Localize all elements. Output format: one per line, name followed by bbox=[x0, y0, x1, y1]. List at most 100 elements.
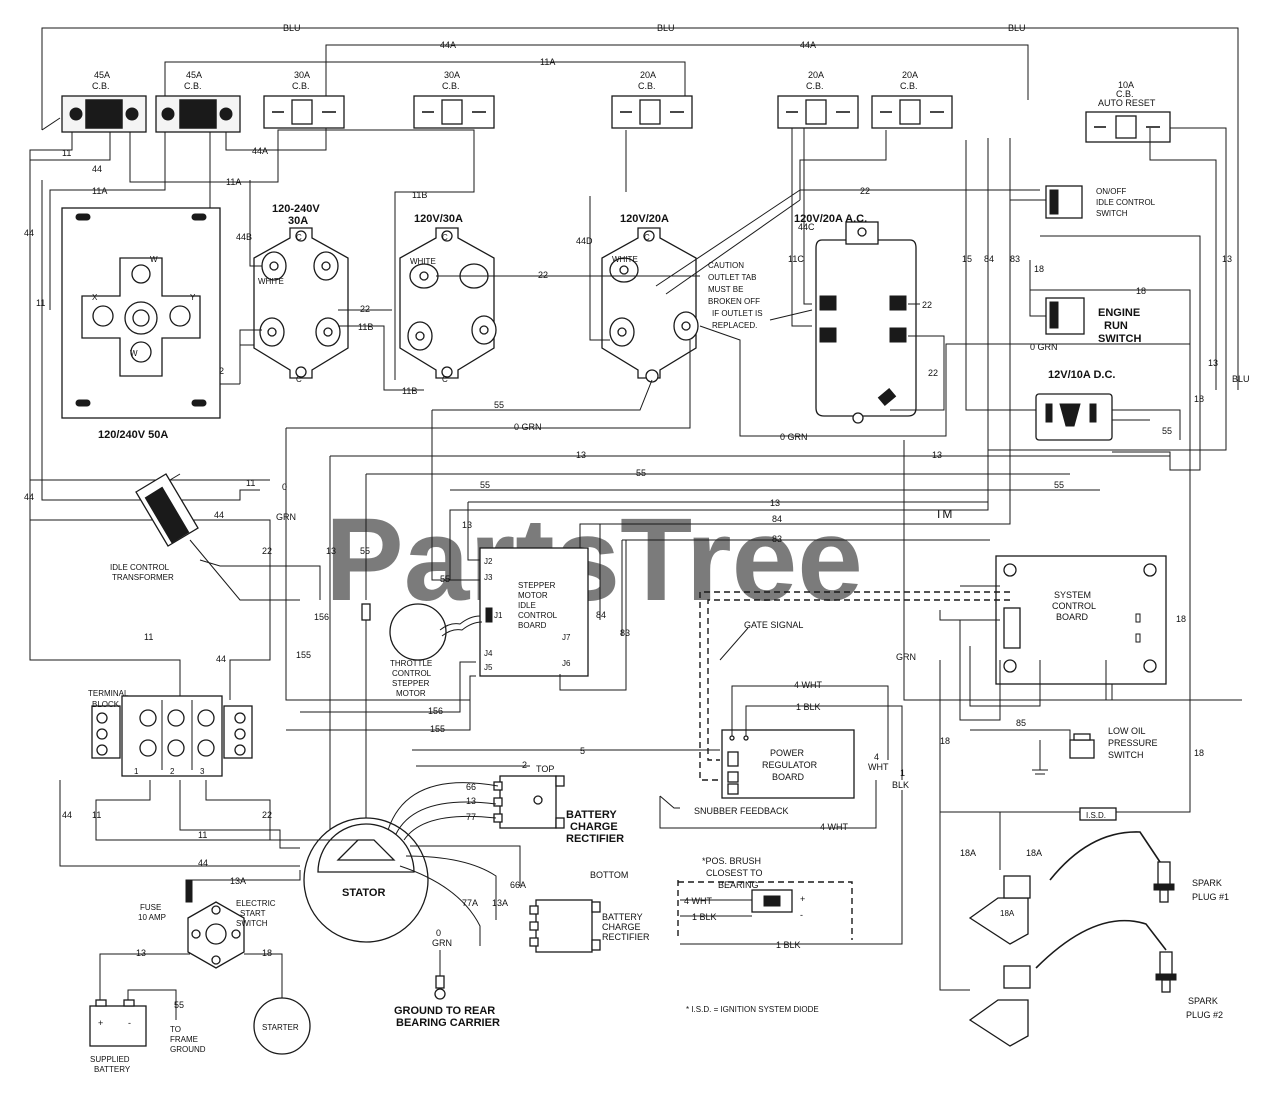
ignition-coil-2[interactable] bbox=[968, 965, 1031, 1047]
connector-plug bbox=[361, 603, 371, 840]
wire-label-155: 155 bbox=[430, 724, 445, 734]
breaker-30a-2[interactable]: 30A C.B. bbox=[413, 70, 495, 129]
stepper-board-wires bbox=[286, 540, 627, 731]
watermark-tm: TM bbox=[935, 507, 952, 521]
outlet-120-240v-30a[interactable]: 120-240V 30A WHITE C C bbox=[253, 203, 349, 384]
wire-label-13-start: 13 bbox=[136, 948, 146, 958]
outlet-120v-30a[interactable]: 120V/30A WHITE C C bbox=[399, 213, 497, 384]
wire-label-22-e: 22 bbox=[860, 186, 870, 196]
breaker-20a-3[interactable]: 20A C.B. bbox=[871, 70, 953, 129]
wire-label-55-c: 55 bbox=[1054, 480, 1064, 490]
wire-label-11-tb: 11 bbox=[144, 632, 153, 642]
ac-outlet-wires bbox=[791, 128, 945, 411]
isd-note: * I.S.D. = IGNITION SYSTEM DIODE bbox=[686, 1005, 819, 1014]
wire-label-44-left-lower: 44 bbox=[24, 492, 34, 502]
transformer-line1: IDLE CONTROL bbox=[110, 563, 170, 572]
wire-label-85: 85 bbox=[1016, 718, 1026, 728]
system-board-line2: CONTROL bbox=[1052, 601, 1096, 611]
outlet-120-240v-50a[interactable]: W X Y W 120/240V 50A bbox=[61, 207, 221, 441]
stator[interactable]: STATOR bbox=[303, 817, 429, 943]
battery-charge-rectifier-top[interactable]: TOP BATTERY CHARGE RECTIFIER bbox=[493, 764, 624, 845]
fuse[interactable]: FUSE 10 AMP bbox=[138, 879, 193, 922]
breaker-20a-2[interactable]: 20A C.B. bbox=[777, 70, 859, 129]
tb-number-2: 2 bbox=[170, 767, 175, 776]
engine-run-switch[interactable]: ENGINE RUN SWITCH bbox=[1045, 297, 1141, 345]
terminal-label-white-3: WHITE bbox=[612, 255, 638, 264]
wire-label-11-bottom-a: 11 bbox=[92, 810, 101, 820]
wire-label-44a-top: 44A bbox=[440, 40, 456, 50]
outlet-120v-20a-ac[interactable]: 120V/20A A.C. bbox=[794, 213, 917, 424]
breaker-45a-2[interactable]: 45A C.B. bbox=[155, 70, 241, 133]
caution-note: CAUTION OUTLET TAB MUST BE BROKEN OFF IF… bbox=[708, 261, 813, 330]
breaker-20a-3-rating: 20A bbox=[902, 70, 918, 80]
wire-label-11-transformer: 11 bbox=[246, 478, 255, 488]
wire-label-0grn-b: 0 GRN bbox=[780, 432, 808, 442]
wire-label-44d: 44D bbox=[576, 236, 593, 246]
terminal-label-c-2: C bbox=[296, 375, 302, 384]
outlet-30a-label-line1: 120-240V bbox=[272, 203, 320, 215]
rect-bottom-label: BOTTOM bbox=[590, 870, 628, 880]
wire-label-1blk-b: 1 BLK bbox=[692, 912, 717, 922]
outlet-30a-label-line2: 30A bbox=[288, 215, 308, 227]
ignition-coil-1[interactable]: 18A bbox=[968, 875, 1031, 945]
low-oil-line2: PRESSURE bbox=[1108, 738, 1158, 748]
power-regulator-board[interactable]: POWER REGULATOR BOARD bbox=[721, 729, 855, 799]
terminal-label-white-1: WHITE bbox=[258, 277, 284, 286]
wire-label-44-bottom: 44 bbox=[62, 810, 72, 820]
breaker-30a-1[interactable]: 30A C.B. bbox=[263, 70, 345, 129]
breaker-30a-2-rating: 30A bbox=[444, 70, 460, 80]
wire-label-55-a: 55 bbox=[494, 400, 504, 410]
fuse-line1: FUSE bbox=[140, 903, 161, 912]
wire-label-11b-top: 11B bbox=[412, 190, 427, 200]
throttle-control-stepper-motor[interactable]: THROTTLE CONTROL STEPPER MOTOR bbox=[389, 603, 483, 698]
idle-control-transformer[interactable]: IDLE CONTROL TRANSFORMER bbox=[110, 473, 321, 601]
breaker-45a-1-type: C.B. bbox=[92, 81, 110, 91]
wire-label-11-bottom-b: 11 bbox=[198, 830, 207, 840]
throttle-line3: STEPPER bbox=[392, 679, 430, 688]
supplied-battery[interactable]: + - SUPPLIED BATTERY bbox=[89, 999, 147, 1074]
battery-line1: SUPPLIED bbox=[90, 1055, 130, 1064]
wire-label-18a-a: 18A bbox=[960, 848, 976, 858]
wire-label-wht: WHT bbox=[868, 762, 889, 772]
breaker-20a-1[interactable]: 20A C.B. bbox=[611, 70, 693, 129]
stepper-motor-control-board[interactable]: J2 J3 J4 J5 J7 J6 J1 STEPPER MOTOR IDLE … bbox=[479, 547, 589, 677]
system-control-board[interactable]: SYSTEM CONTROL BOARD bbox=[995, 555, 1167, 685]
breaker-45a-1[interactable]: 45A C.B. bbox=[61, 70, 147, 133]
battery-charge-rectifier-bottom[interactable]: BOTTOM BATTERY CHARGE RECTIFIER bbox=[529, 870, 650, 953]
wire-label-15: 15 bbox=[962, 254, 972, 264]
terminal-block[interactable]: 1 2 3 TERMINAL BLOCK bbox=[88, 689, 253, 777]
spark-plug-1[interactable]: SPARK PLUG #1 bbox=[1153, 861, 1229, 903]
breaker-20a-2-type: C.B. bbox=[806, 81, 824, 91]
starter[interactable]: STARTER bbox=[253, 997, 311, 1055]
breaker-10a-auto-reset[interactable]: 10A C.B. AUTO RESET bbox=[1085, 80, 1171, 143]
wire-label-11b-bottom: 11B bbox=[402, 386, 417, 396]
electric-start-switch[interactable]: ELECTRIC START SWITCH bbox=[187, 899, 276, 969]
wire-label-blu-2: BLU bbox=[657, 23, 675, 33]
wire-label-66: 66 bbox=[466, 782, 476, 792]
spark-2-line2: PLUG #2 bbox=[1186, 1010, 1223, 1020]
wire-label-5: 5 bbox=[580, 746, 585, 756]
idle-control-switch[interactable]: ON/OFF IDLE CONTROL SWITCH bbox=[1045, 185, 1156, 219]
spark-plug-2[interactable]: SPARK PLUG #2 bbox=[1155, 951, 1223, 1020]
wire-label-22-c: 22 bbox=[360, 304, 370, 314]
gate-signal-label: GATE SIGNAL bbox=[744, 620, 803, 630]
low-oil-pressure-switch[interactable]: LOW OIL PRESSURE SWITCH bbox=[970, 726, 1158, 775]
dc-outlet-label: 12V/10A D.C. bbox=[1048, 369, 1115, 381]
outlet-120v-20a[interactable]: 120V/20A WHITE C bbox=[601, 213, 699, 383]
wire-label-13-e: 13 bbox=[326, 546, 336, 556]
isd-diode[interactable]: I.S.D. bbox=[1079, 807, 1117, 821]
starter-label: STARTER bbox=[262, 1023, 299, 1032]
wire-label-0grn-a: 0 GRN bbox=[1030, 342, 1058, 352]
wire-label-blu-3: BLU bbox=[1008, 23, 1026, 33]
caution-line-2: OUTLET TAB bbox=[708, 273, 756, 282]
fuse-line2: 10 AMP bbox=[138, 913, 166, 922]
j7-label: J7 bbox=[562, 633, 571, 642]
wire-label-11-left: 11 bbox=[62, 148, 71, 158]
wire-label-55-b: 55 bbox=[636, 468, 646, 478]
tb-number-3: 3 bbox=[200, 767, 205, 776]
wire-label-156-v: 156 bbox=[314, 612, 329, 622]
j3-label: J3 bbox=[484, 573, 493, 582]
wire-label-44c: 44C bbox=[798, 222, 815, 232]
wire-label-44-bottom-b: 44 bbox=[198, 858, 208, 868]
dc-outlet-12v-10a[interactable]: 12V/10A D.C. bbox=[1035, 369, 1115, 441]
